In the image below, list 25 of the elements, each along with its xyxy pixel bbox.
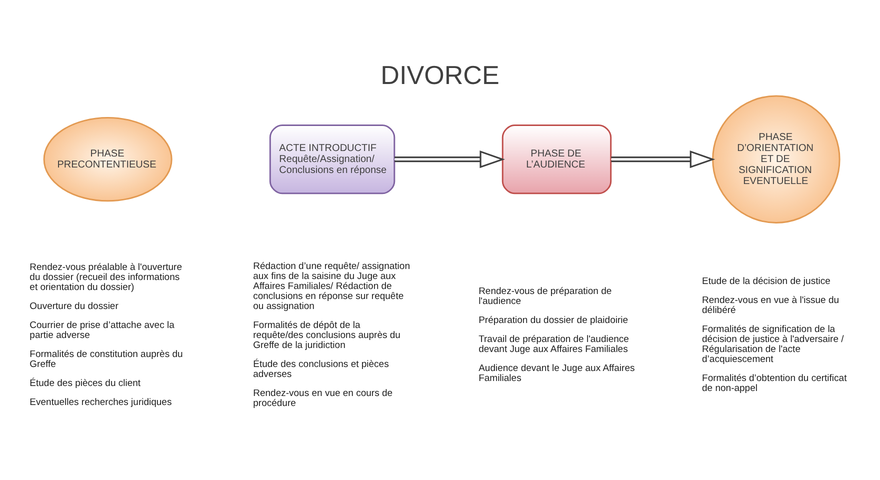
arrow — [394, 150, 505, 168]
node-label: Ouverture du dossier — [30, 300, 118, 312]
node-box: ACTE INTRODUCTIF Requête/Assignation/ Conclusions en réponse — [269, 124, 396, 194]
node-label: Etude de la décision de justice — [702, 276, 830, 287]
arrow — [611, 150, 716, 168]
node-label: Rédaction d’une requête/ assignation aux fins de la saisine du Juge aux Affaires Familiales/ Rédaction de conclusions en réponse sur requête ou assignation — [253, 260, 410, 312]
node-label: Formalités d’obtention du certificat de non-appel — [702, 373, 847, 394]
node-ellipse: PHASE PRECONTENTIEUSE — [43, 117, 172, 202]
node-label: Formalités de constitution auprès du Greffe — [30, 348, 183, 370]
node-label: Eventuelles recherches juridiques — [30, 397, 172, 408]
node-label: Travail de préparation de l'audience devant Juge aux Affaires Familiales — [478, 334, 629, 355]
node-label: Formalités de dépôt de la requête/des conclusions auprès du Greffe de la juridiction — [253, 320, 400, 351]
node-label: Étude des pièces du client — [30, 378, 141, 390]
node-label: Étude des conclusions et pièces adverses — [253, 358, 389, 380]
node-label: Rendez-vous de préparation de l'audience — [478, 286, 612, 307]
node-label: Courrier de prise d’attache avec la partie adverse — [30, 320, 174, 341]
node-label: Rendez-vous préalable à l'ouverture du dossier (recueil des informations et orientation du dossier) — [30, 262, 182, 293]
node-label: Rendez-vous en vue à l'issue du délibéré — [702, 294, 840, 316]
node-label: Rendez-vous en vue en cours de procédure — [253, 388, 393, 410]
node-box: PHASE DE L’AUDIENCE — [502, 124, 612, 194]
node-label: Formalités de signification de la décision de justice à l'adversaire / Régularisation de l'acte d’acquiescement — [702, 324, 844, 365]
node-circle: PHASE D’ORIENTATION ET DE SIGNIFICATION EVENTUELLE — [712, 95, 840, 224]
node-label: Préparation du dossier de plaidoirie — [478, 314, 628, 326]
node-label: Audience devant le Juge aux Affaires Familiales — [478, 362, 635, 384]
diagram-title: DIVORCE — [380, 60, 500, 90]
